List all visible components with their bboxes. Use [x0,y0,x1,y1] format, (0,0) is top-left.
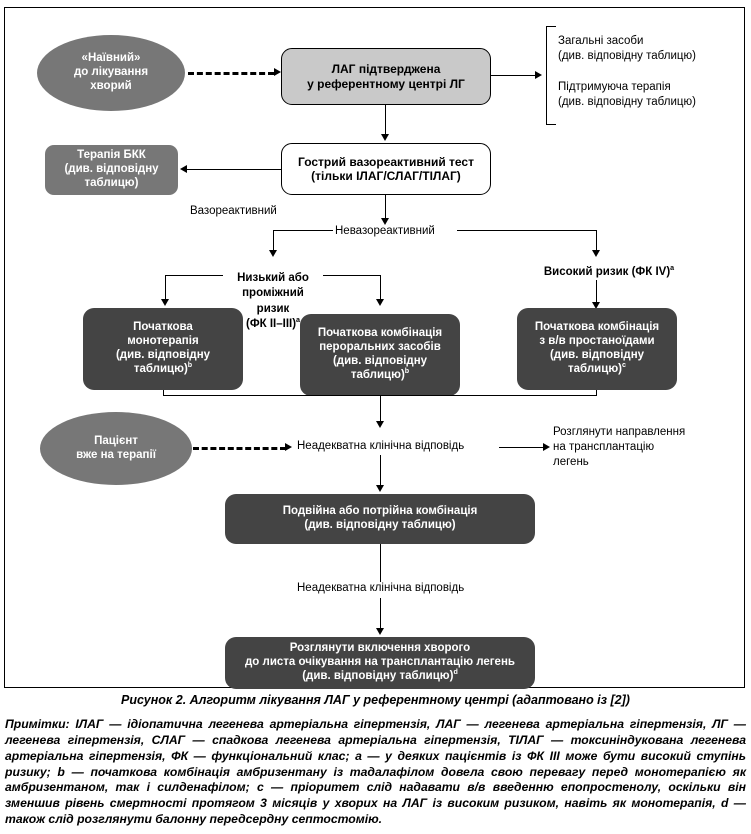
connector-split-right-drop [596,230,598,252]
node-patient-on-therapy-label: Пацієнт вже на терапії [76,434,156,461]
arrowhead-high-risk [592,302,600,309]
figure-frame: «Наївний» до лікування хворий ЛАГ підтве… [4,7,745,689]
node-initial-iv-prostanoid-combo: Початкова комбінація з в/в простаноїдами… [517,308,677,390]
figure-notes: Примітки: ІЛАГ — ідіопатична легенева ар… [5,717,746,827]
node-initial-monotherapy-text: Початкова монотерапія (див. відповідну т… [115,321,211,375]
node-pah-confirmed: ЛАГ підтверджена у референтному центрі Л… [281,48,491,105]
arrowhead-test-to-ccb [180,165,187,173]
label-vasoreactive: Вазореактивний [190,205,277,217]
node-double-triple-combo: Подвійна або потрійна комбінація (див. в… [225,494,535,544]
node-initial-iv-prostanoid-combo-label: Початкова комбінація з в/в простаноїдами… [535,321,659,376]
arrowhead-risk-right [376,299,384,306]
connector-test-to-ccb [187,169,281,171]
connector-risk-left-drop [165,275,167,301]
arrowhead-response-to-combo [376,485,384,492]
label-low-intermediate-risk-sup: a [296,315,301,324]
connector-response2-to-final [380,598,382,630]
connector-converge-bar [163,395,597,397]
node-initial-oral-combo-label: Початкова комбінація пероральних засобів… [318,327,442,382]
connector-high-risk-drop [596,280,598,304]
connector-converge-to-response [380,396,382,423]
arrowhead-confirmed-to-bracket [535,71,542,79]
node-initial-oral-combo: Початкова комбінація пероральних засобів… [300,314,460,396]
node-consider-transplant-list-text: Розглянути включення хворого до листа оч… [245,642,515,682]
node-naive-patient: «Наївний» до лікування хворий [37,35,185,111]
arrowhead-confirmed-to-test [381,134,389,141]
node-initial-iv-prostanoid-combo-text: Початкова комбінація з в/в простаноїдами… [534,321,660,375]
connector-naive-to-confirmed [188,72,274,75]
arrowhead-risk-left [161,299,169,306]
label-inadequate-response-2: Неадекватна клінічна відповідь [297,582,465,594]
connector-risk-right-drop [380,275,382,301]
connector-combo-to-response2 [380,544,382,582]
connector-risk-right [323,275,381,277]
connector-split-left-drop [273,230,275,252]
node-ccb-therapy-label: Терапія БКК (див. відповідну таблицю) [64,149,159,189]
label-supportive-therapy: Підтримуюча терапія (див. відповідну таб… [558,81,696,109]
connector-iv-down [596,390,598,396]
label-general-measures: Загальні засоби (див. відповідну таблицю… [558,35,696,63]
label-high-risk-text: Високий ризик (ФК IV) [543,266,671,278]
connector-confirmed-to-bracket [491,75,537,77]
node-vasoreactive-test-label: Гострий вазореактивний тест (тільки ІЛАГ… [298,154,474,183]
label-low-intermediate-risk-text: Низький або проміжний ризик (ФК II–III) [237,272,309,330]
arrowhead-response2-to-final [376,628,384,635]
node-consider-transplant-list-sup: d [453,668,458,677]
node-pah-confirmed-label: ЛАГ підтверджена у референтному центрі Л… [307,62,465,91]
arrowhead-test-down [381,218,389,225]
node-consider-transplant-list-label: Розглянути включення хворого до листа оч… [245,642,515,683]
arrowhead-split-right [592,250,600,257]
label-low-intermediate-risk: Низький або проміжний ризик (ФК II–III)a [225,256,321,332]
label-inadequate-response-1: Неадекватна клінічна відповідь [297,440,465,452]
bracket-right-measures [546,26,556,125]
connector-response-to-referral [499,447,545,449]
connector-risk-left [165,275,223,277]
node-consider-transplant-list: Розглянути включення хворого до листа оч… [225,637,535,689]
node-initial-oral-combo-sup: b [404,366,410,375]
arrowhead-patient-to-response [285,443,292,451]
node-initial-monotherapy-label: Початкова монотерапія (див. відповідну т… [116,321,210,376]
node-ccb-therapy: Терапія БКК (див. відповідну таблицю) [45,145,178,195]
label-non-vasoreactive: Невазореактивний [335,225,435,237]
node-double-triple-combo-label: Подвійна або потрійна комбінація (див. в… [282,505,478,531]
connector-split-left [273,230,333,232]
node-initial-monotherapy-sup: b [187,360,193,369]
node-initial-oral-combo-text: Початкова комбінація пероральних засобів… [317,327,443,381]
connector-response-to-combo [380,455,382,487]
connector-mono-down [163,390,165,396]
node-initial-monotherapy: Початкова монотерапія (див. відповідну т… [83,308,243,390]
label-high-risk: Високий ризик (ФК IV)a [529,265,689,280]
figure-caption: Рисунок 2. Алгоритм лікування ЛАГ у рефе… [121,693,630,707]
arrowhead-converge-to-response [376,421,384,428]
arrowhead-response-to-referral [543,443,550,451]
node-initial-iv-prostanoid-combo-sup: c [621,360,626,369]
node-patient-on-therapy: Пацієнт вже на терапії [40,412,192,485]
node-vasoreactive-test: Гострий вазореактивний тест (тільки ІЛАГ… [281,143,491,195]
label-high-risk-sup: a [670,264,675,273]
connector-split-right [457,230,597,232]
connector-patient-to-response [193,447,286,450]
arrowhead-split-left [269,250,277,257]
arrowhead-naive-to-confirmed [274,68,281,76]
connector-confirmed-to-test [385,105,387,136]
connector-test-down [385,195,387,220]
label-consider-referral-transplant: Розглянути направлення на трансплантацію… [553,426,686,469]
node-naive-patient-label: «Наївний» до лікування хворий [73,52,149,92]
